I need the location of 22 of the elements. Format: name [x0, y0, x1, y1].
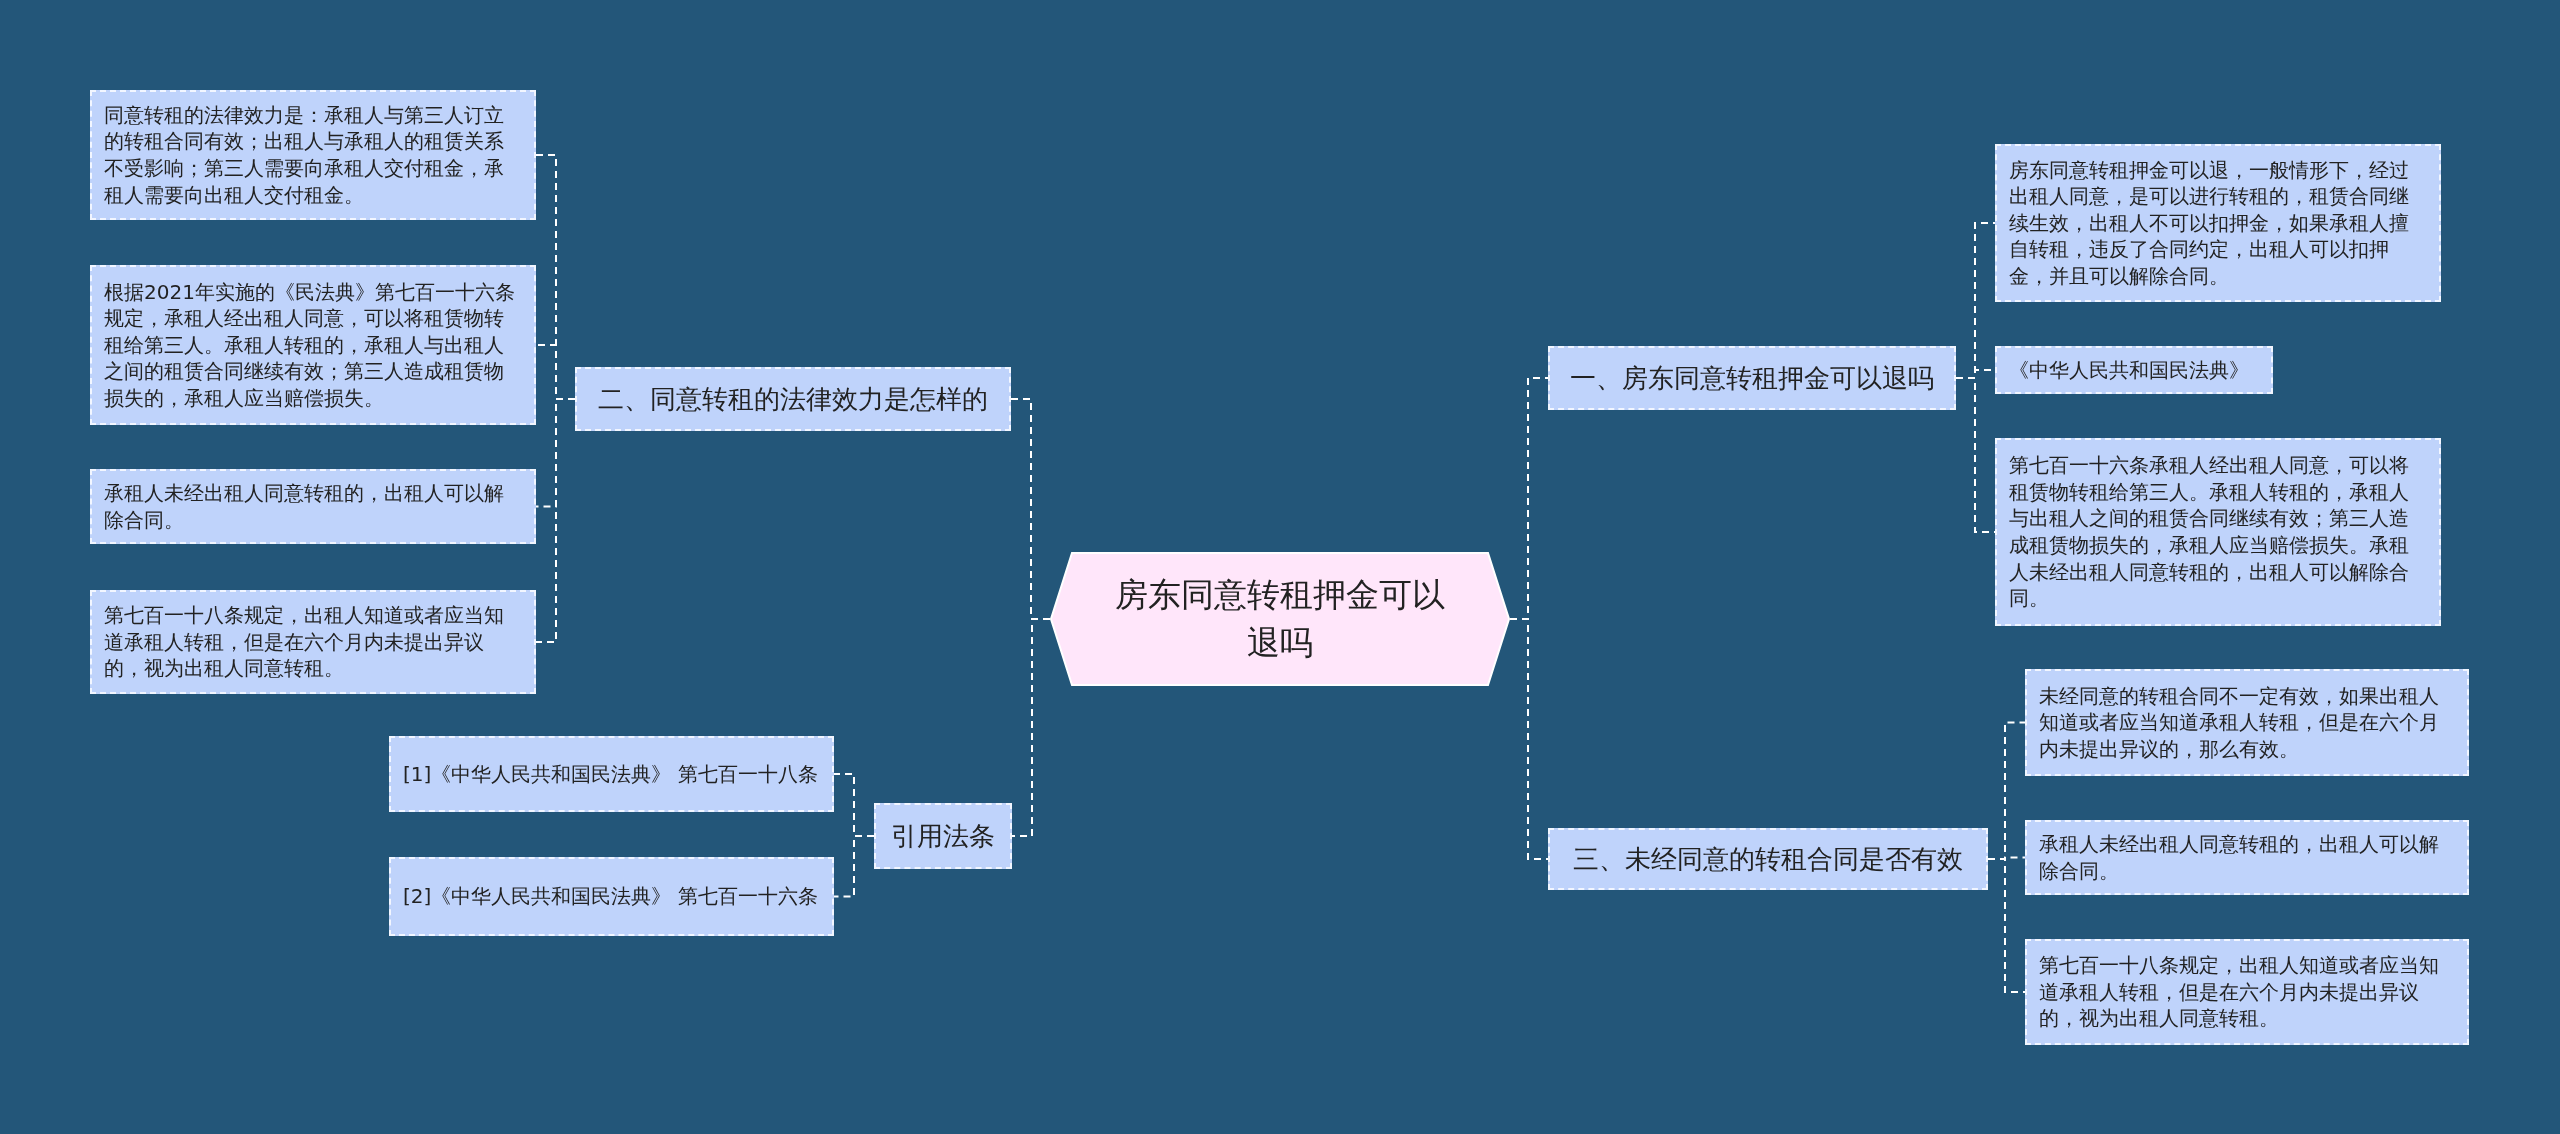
- topic-box: 一、房东同意转租押金可以退吗: [1548, 346, 1956, 410]
- topic-box: 引用法条: [874, 803, 1012, 869]
- note-box: 根据2021年实施的《民法典》第七百一十六条规定，承租人经出租人同意，可以将租赁物转租给第三人。承租人转租的，承租人与出租人之间的租赁合同继续有效；第三人造成租赁物损失的，承租人应当赔偿损失。: [90, 265, 536, 425]
- note-box: 承租人未经出租人同意转租的，出租人可以解除合同。: [90, 469, 536, 544]
- note-box: 第七百一十八条规定，出租人知道或者应当知道承租人转租，但是在六个月内未提出异议的，视为出租人同意转租。: [90, 590, 536, 694]
- topic-box: 二、同意转租的法律效力是怎样的: [575, 367, 1011, 431]
- connector: [535, 398, 576, 643]
- connector: [1509, 618, 1549, 860]
- note-box: 未经同意的转租合同不一定有效，如果出租人知道或者应当知道承租人转租，但是在六个月内未提出异议的，那么有效。: [2025, 669, 2469, 776]
- central-topic: 房东同意转租押金可以退吗: [1050, 552, 1510, 686]
- note-box: 第七百一十八条规定，出租人知道或者应当知道承租人转租，但是在六个月内未提出异议的，视为出租人同意转租。: [2025, 939, 2469, 1045]
- note-box: [1]《中华人民共和国民法典》 第七百一十八条: [389, 736, 834, 812]
- note-box: 同意转租的法律效力是：承租人与第三人订立的转租合同有效；出租人与承租人的租赁关系不受影响；第三人需要向承租人交付租金，承租人需要向出租人交付租金。: [90, 90, 536, 220]
- note-box: 房东同意转租押金可以退，一般情形下，经过出租人同意，是可以进行转租的，租赁合同继续生效，出租人不可以扣押金，如果承租人擅自转租，违反了合同约定，出租人可以扣押金，并且可以解除合同。: [1995, 144, 2441, 302]
- note-box: 《中华人民共和国民法典》: [1995, 346, 2273, 394]
- topic-box: 三、未经同意的转租合同是否有效: [1548, 828, 1988, 890]
- connector: [1987, 858, 2026, 993]
- note-box: [2]《中华人民共和国民法典》 第七百一十六条: [389, 857, 834, 936]
- connector: [1011, 618, 1051, 837]
- connector: [833, 835, 875, 898]
- note-box: 承租人未经出租人同意转租的，出租人可以解除合同。: [2025, 820, 2469, 895]
- note-box: 第七百一十六条承租人经出租人同意，可以将租赁物转租给第三人。承租人转租的，承租人与出租人之间的租赁合同继续有效；第三人造成租赁物损失的，承租人应当赔偿损失。承租人未经出租人同意转租的，出租人可以解除合同。: [1995, 438, 2441, 626]
